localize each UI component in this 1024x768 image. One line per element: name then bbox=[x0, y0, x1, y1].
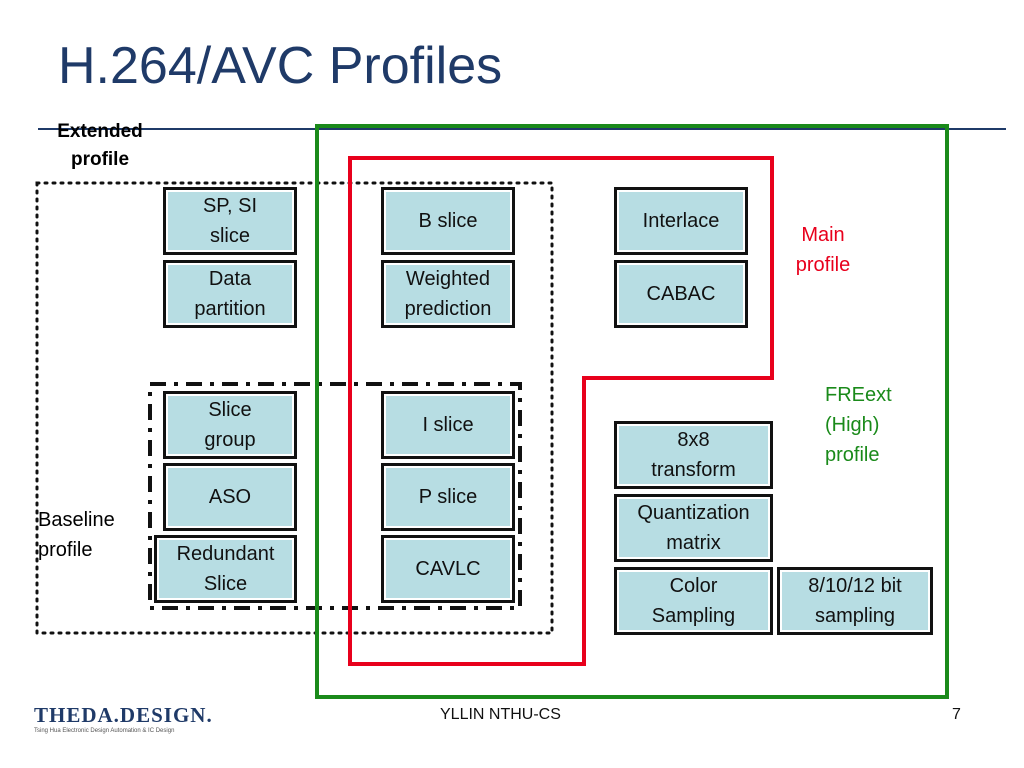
feature-weighted-prediction-line-2: prediction bbox=[404, 298, 492, 320]
feature-weighted-prediction: Weighted prediction bbox=[381, 260, 515, 328]
main-profile-frame bbox=[348, 156, 774, 666]
high-profile-label: FREext (High) profile bbox=[825, 380, 892, 470]
feature-slice-group-line-1: Slice bbox=[208, 399, 252, 421]
high-profile-line-2: (High) bbox=[825, 414, 880, 436]
main-profile-line-1: Main bbox=[801, 224, 845, 246]
baseline-profile-line-1: Baseline bbox=[38, 509, 115, 531]
feature-cabac-line-1: CABAC bbox=[646, 283, 716, 305]
feature-data-partition: Data partition bbox=[163, 260, 297, 328]
feature-slice-group-line-2: group bbox=[204, 429, 256, 451]
logo-text: THEDA.DESIGN. bbox=[34, 703, 213, 727]
feature-cavlc-line-1: CAVLC bbox=[415, 558, 481, 580]
extended-profile-label: Extended profile bbox=[38, 118, 162, 173]
feature-aso: ASO bbox=[163, 463, 297, 531]
feature-bit-sampling-line-1: 8/10/12 bit bbox=[808, 575, 902, 597]
baseline-profile-frame bbox=[148, 382, 522, 610]
page-number: 7 bbox=[952, 706, 961, 723]
feature-cabac: CABAC bbox=[614, 260, 748, 328]
feature-p-slice-line-1: P slice bbox=[418, 486, 478, 508]
feature-quantization-matrix: Quantization matrix bbox=[614, 494, 773, 562]
feature-data-partition-line-2: partition bbox=[194, 298, 266, 320]
feature-i-slice-line-1: I slice bbox=[422, 414, 474, 436]
feature-aso-line-1: ASO bbox=[208, 486, 252, 508]
high-profile-line-1: FREext bbox=[825, 384, 892, 406]
footer-center-text: YLLIN NTHU-CS bbox=[440, 706, 561, 723]
extended-profile-line-1: Extended bbox=[57, 121, 143, 142]
feature-i-slice: I slice bbox=[381, 391, 515, 459]
slide-title: H.264/AVC Profiles bbox=[58, 37, 503, 95]
theda-design-logo: THEDA.DESIGN. Tsing Hua Electronic Desig… bbox=[34, 703, 286, 737]
logo-subtext: Tsing Hua Electronic Design Automation &… bbox=[34, 728, 175, 734]
feature-data-partition-line-1: Data bbox=[208, 268, 252, 290]
high-profile-frame bbox=[315, 124, 949, 699]
feature-bit-sampling-line-2: sampling bbox=[814, 605, 896, 627]
main-profile-label: Main profile bbox=[780, 220, 866, 280]
extended-profile-line-2: profile bbox=[70, 148, 130, 170]
feature-color-sampling-line-2: Sampling bbox=[651, 605, 736, 627]
title-rule bbox=[38, 128, 1006, 130]
feature-redundant-slice-line-2: Slice bbox=[203, 573, 248, 595]
baseline-profile-label: Baseline profile bbox=[38, 505, 115, 565]
feature-slice-group: Slice group bbox=[163, 391, 297, 459]
feature-8x8-transform-line-1: 8x8 bbox=[677, 429, 710, 451]
high-profile-line-3: profile bbox=[825, 444, 880, 466]
feature-quantization-matrix-line-2: matrix bbox=[666, 532, 721, 554]
feature-8x8-transform: 8x8 transform bbox=[614, 421, 773, 489]
feature-interlace-line-1: Interlace bbox=[642, 210, 720, 232]
feature-quantization-matrix-line-1: Quantization bbox=[637, 502, 750, 524]
feature-sp-si-line-1: SP, SI bbox=[202, 195, 258, 217]
feature-weighted-prediction-line-1: Weighted bbox=[405, 268, 491, 290]
feature-p-slice: P slice bbox=[381, 463, 515, 531]
feature-8x8-transform-line-2: transform bbox=[651, 459, 736, 481]
feature-sp-si-line-2: slice bbox=[209, 225, 250, 247]
feature-bit-sampling: 8/10/12 bit sampling bbox=[777, 567, 933, 635]
feature-color-sampling-line-1: Color bbox=[669, 575, 718, 597]
main-profile-line-2: profile bbox=[795, 254, 851, 276]
baseline-profile-line-2: profile bbox=[38, 539, 93, 561]
feature-redundant-slice-line-1: Redundant bbox=[176, 543, 275, 565]
feature-b-slice-line-1: B slice bbox=[418, 210, 478, 232]
feature-b-slice: B slice bbox=[381, 187, 515, 255]
feature-sp-si-slice: SP, SI slice bbox=[163, 187, 297, 255]
feature-cavlc: CAVLC bbox=[381, 535, 515, 603]
feature-interlace: Interlace bbox=[614, 187, 748, 255]
extended-profile-frame bbox=[35, 181, 554, 635]
